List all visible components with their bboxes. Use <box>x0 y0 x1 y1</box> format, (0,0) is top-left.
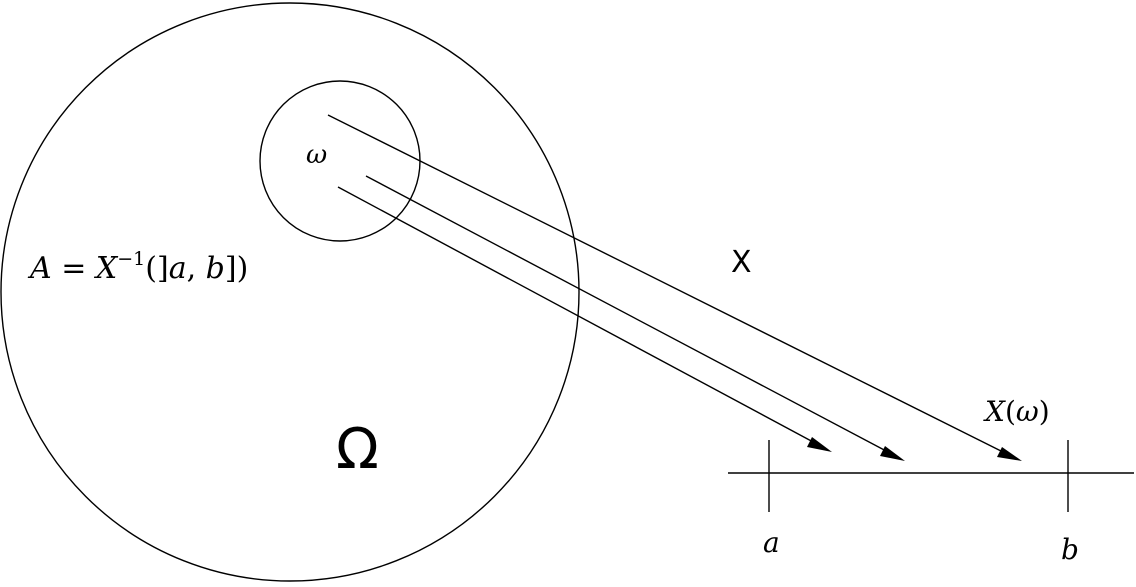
sample-space-label: Ω <box>336 417 379 482</box>
tick-b-label: b <box>1061 533 1079 566</box>
preimage-open: (] <box>145 251 168 286</box>
image-X: X <box>983 395 1006 428</box>
map-name-label: X <box>731 245 752 280</box>
image-close: ) <box>1039 395 1050 428</box>
mapping-arrow-3 <box>337 186 832 452</box>
event-circle <box>259 80 421 242</box>
preimage-b: b <box>206 251 225 286</box>
preimage-eq: = <box>52 251 96 286</box>
preimage-comma: , <box>187 251 206 286</box>
image-open: ( <box>1005 395 1016 428</box>
image-omega: ω <box>1016 395 1039 428</box>
tick-a-label: a <box>763 526 780 559</box>
preimage-close: ]) <box>225 251 248 286</box>
preimage-A: A <box>27 251 52 286</box>
mapping-arrow-1 <box>327 114 1022 461</box>
preimage-sup: −1 <box>117 248 145 270</box>
mapping-arrow-2 <box>365 175 905 461</box>
image-label: X(ω) <box>983 395 1050 428</box>
preimage-label: A = X−1(]a, b]) <box>27 248 248 286</box>
preimage-X: X <box>94 251 119 286</box>
preimage-a: a <box>169 251 187 286</box>
omega-label: ω <box>306 140 327 170</box>
sample-space-circle <box>0 2 580 582</box>
